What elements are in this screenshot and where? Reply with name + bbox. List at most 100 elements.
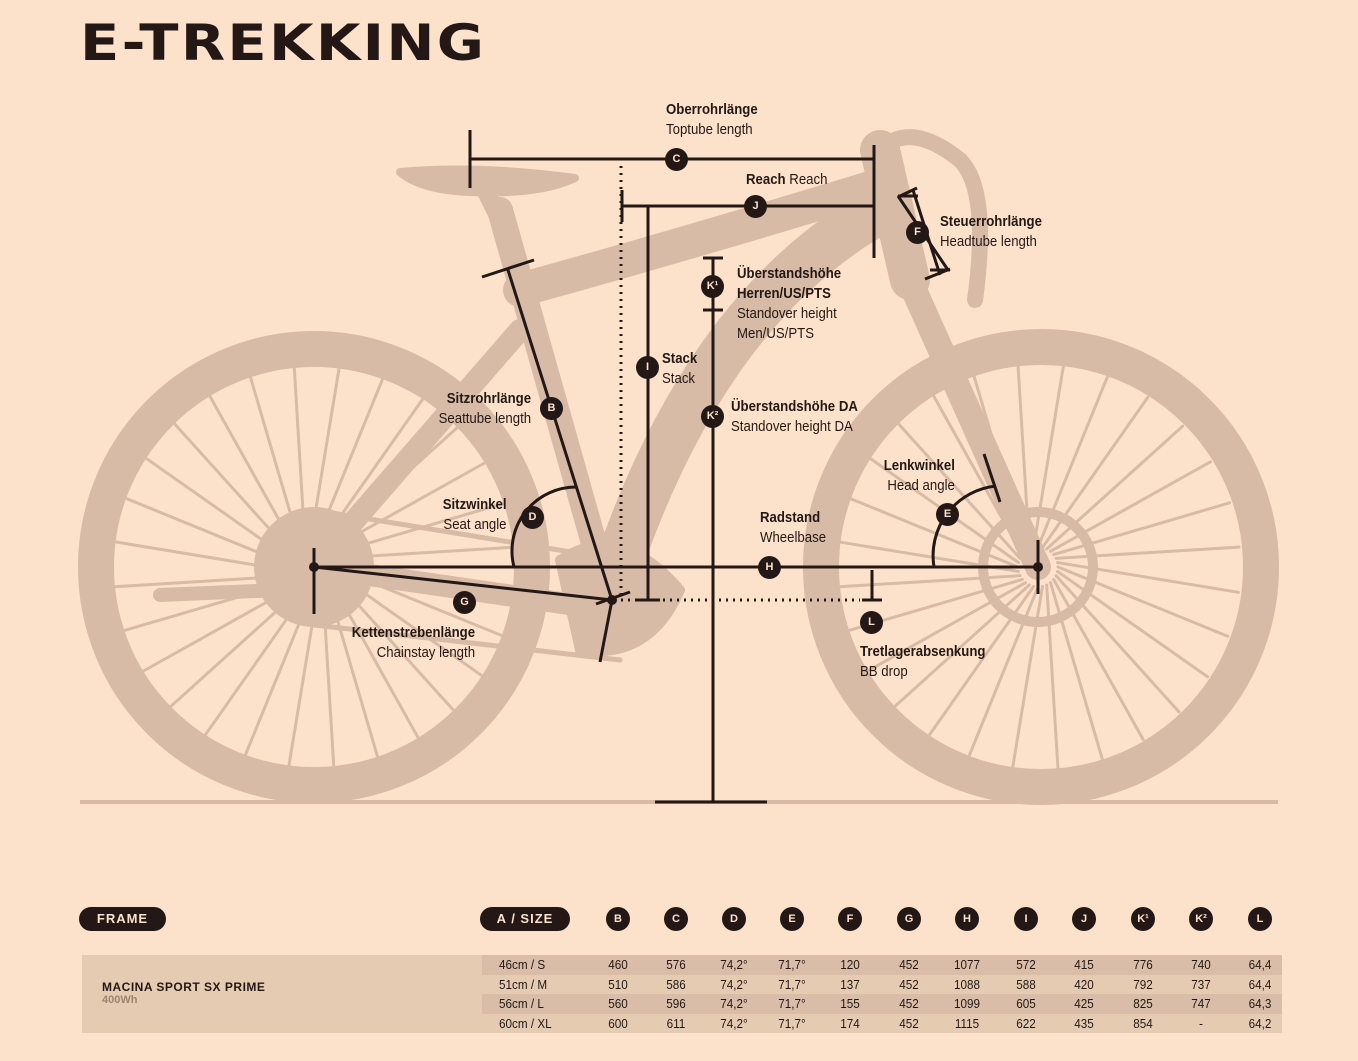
spoke: [1052, 577, 1145, 741]
value-cell: 64,4: [1248, 976, 1272, 992]
value-cell: 596: [666, 996, 686, 1011]
value-cell: 435: [1074, 1015, 1094, 1031]
column-header: F: [838, 907, 862, 931]
spoke: [1011, 584, 1044, 769]
value-cell: 71,7°: [778, 957, 806, 972]
spoke: [891, 583, 1031, 710]
dotted-lines: [619, 166, 860, 602]
column-header: G: [897, 907, 921, 931]
column-header: B: [606, 907, 630, 931]
value-cell: 425: [1074, 996, 1094, 1011]
column-header: H: [955, 907, 979, 931]
column-header: J: [1072, 907, 1096, 931]
spoke: [967, 585, 1040, 759]
marker-d: D: [521, 506, 544, 529]
size-cell: 60cm / XL: [499, 1015, 552, 1031]
value-cell: 510: [608, 976, 628, 992]
spoke: [1040, 395, 1150, 550]
value-cell: 415: [1074, 957, 1094, 972]
marker-c: C: [665, 148, 688, 171]
spoke: [1055, 569, 1210, 679]
value-cell: 611: [666, 1015, 686, 1031]
value-cell: 74,2°: [720, 957, 748, 972]
spoke: [1052, 501, 1232, 557]
value-cell: 74,2°: [720, 996, 748, 1011]
value-cell: 174: [840, 1015, 860, 1031]
value-cell: 452: [899, 976, 919, 992]
value-cell: 586: [666, 976, 686, 992]
column-header: C: [664, 907, 688, 931]
marker-k2: K²: [701, 405, 724, 428]
marker-l: L: [860, 611, 883, 634]
value-cell: 588: [1016, 976, 1036, 992]
marker-h: H: [758, 556, 781, 579]
value-cell: 452: [899, 957, 919, 972]
value-cell: 71,7°: [778, 996, 806, 1011]
size-header: A / SIZE: [480, 907, 570, 931]
spoke: [1055, 561, 1240, 594]
model-cell: MACINA SPORT SX PRIME 400Wh: [82, 955, 482, 1033]
frame-header: FRAME: [79, 907, 166, 931]
bike-silhouette: [78, 129, 1279, 805]
value-cell: 622: [1016, 1015, 1036, 1031]
motor: [555, 540, 685, 657]
column-header: D: [722, 907, 746, 931]
value-cell: 74,2°: [720, 1015, 748, 1031]
stem-handlebar: [872, 129, 988, 308]
value-cell: 64,2: [1248, 1015, 1272, 1031]
bottom-bracket: [607, 595, 617, 605]
marker-i: I: [636, 356, 659, 379]
front-axle: [1033, 562, 1043, 572]
size-cell: 56cm / L: [499, 996, 544, 1011]
value-cell: 452: [899, 996, 919, 1011]
fork: [892, 257, 1051, 580]
value-cell: 572: [1016, 957, 1036, 972]
column-header: E: [780, 907, 804, 931]
value-cell: 1077: [953, 957, 981, 972]
value-cell: 64,3: [1248, 996, 1272, 1011]
value-cell: 452: [899, 1015, 919, 1031]
spoke: [835, 574, 1022, 589]
spoke: [926, 584, 1036, 739]
marker-j: J: [744, 195, 767, 218]
model-name: MACINA SPORT SX PRIME: [102, 980, 266, 994]
value-cell: 1115: [954, 1015, 980, 1031]
spoke: [1056, 565, 1230, 638]
spoke: [864, 581, 1028, 674]
value-cell: 420: [1074, 976, 1094, 992]
marker-g: G: [453, 591, 476, 614]
marker-k1: K¹: [701, 275, 724, 298]
marker-f: F: [906, 221, 929, 244]
value-cell: 74,2°: [720, 976, 748, 992]
spoke: [1054, 545, 1241, 560]
marker-b: B: [540, 397, 563, 420]
spoke: [1045, 583, 1060, 770]
value-cell: 600: [608, 1015, 628, 1031]
value-cell: 1088: [953, 976, 981, 992]
spoke: [1054, 574, 1181, 714]
spoke: [1036, 375, 1109, 549]
value-cell: 64,4: [1248, 957, 1272, 972]
value-cell: 605: [1016, 996, 1036, 1011]
column-header: K¹: [1131, 907, 1155, 931]
rear-axle: [309, 562, 319, 572]
column-header: L: [1248, 907, 1272, 931]
value-cell: 137: [840, 976, 860, 992]
value-cell: 155: [840, 996, 860, 1011]
value-cell: 460: [608, 957, 628, 972]
